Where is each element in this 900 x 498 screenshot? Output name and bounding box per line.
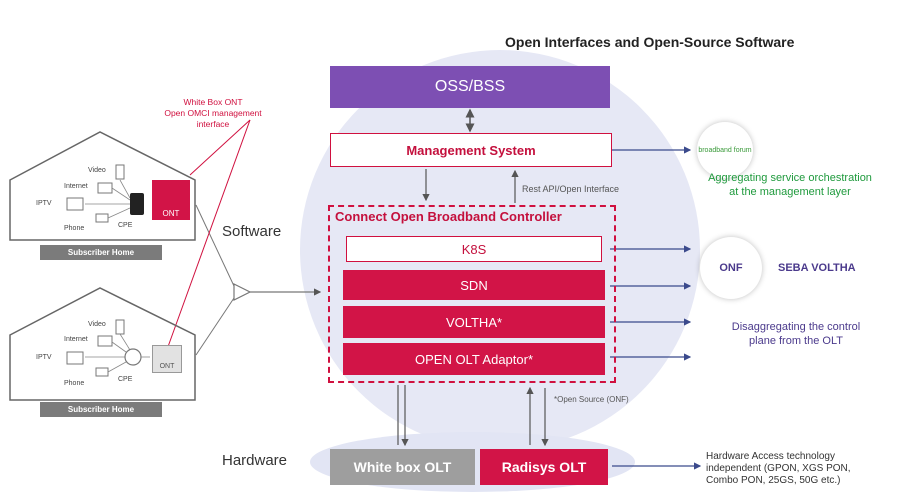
software-label: Software — [222, 223, 282, 240]
phone-label: Phone — [64, 225, 85, 232]
broadband-forum-logo-text: broadband forum — [698, 146, 752, 154]
internet-label: Internet — [64, 336, 88, 343]
aggregating-caption: Aggregating service orchestration at the… — [690, 171, 890, 199]
ont-device: ONT — [152, 345, 182, 373]
onf-logo: ONF — [700, 237, 762, 299]
disaggregating-caption: Disaggregating the control plane from th… — [696, 320, 896, 348]
white-box-ont-note-line: White Box ONT — [183, 97, 243, 107]
cpe-label: CPE — [118, 222, 133, 229]
voltha-box: VOLTHA* — [343, 306, 605, 338]
controller-title: Connect Open Broadband Controller — [335, 209, 562, 224]
hardware-caption-line: Hardware Access technology — [706, 451, 835, 462]
disaggregating-caption-line: plane from the OLT — [749, 335, 843, 347]
rest-api-label: Rest API/Open Interface — [522, 184, 620, 194]
phone-label: Phone — [64, 380, 85, 387]
aggregating-caption-line: Aggregating service orchestration — [708, 172, 872, 184]
video-label: Video — [88, 167, 106, 174]
ont-label: ONT — [162, 209, 180, 218]
sdn-box: SDN — [343, 270, 605, 300]
open-olt-adaptor-box: OPEN OLT Adaptor* — [343, 343, 605, 375]
hardware-caption-line: Combo PON, 25GS, 50G etc.) — [706, 475, 841, 486]
subscriber-home-label: Subscriber Home — [40, 402, 162, 417]
hardware-label: Hardware — [222, 452, 288, 469]
white-box-ont-note: White Box ONT Open OMCI management inter… — [148, 97, 278, 130]
management-system-box: Management System — [330, 133, 612, 167]
ont-label: ONT — [159, 363, 175, 370]
hardware-caption-line: independent (GPON, XGS PON, — [706, 463, 851, 474]
ont-device: ONT — [152, 180, 190, 220]
iptv-label: IPTV — [36, 354, 52, 361]
onf-logo-text: ONF — [719, 262, 743, 274]
video-label: Video — [88, 321, 106, 328]
cpe-label: CPE — [118, 376, 133, 383]
white-box-ont-note-line: Open OMCI management — [164, 108, 262, 118]
diagram-title: Open Interfaces and Open-Source Software — [505, 34, 795, 50]
k8s-box: K8S — [346, 236, 602, 262]
internet-label: Internet — [64, 183, 88, 190]
disaggregating-caption-line: Disaggregating the control — [731, 321, 861, 333]
aggregating-caption-line: at the management layer — [729, 186, 851, 198]
open-source-note: *Open Source (ONF) — [554, 395, 629, 404]
radisys-olt-box: Radisys OLT — [480, 449, 608, 485]
seba-voltha-label: SEBA VOLTHA — [778, 262, 856, 274]
white-box-olt-box: White box OLT — [330, 449, 475, 485]
subscriber-home-label: Subscriber Home — [40, 245, 162, 260]
controller-frame — [328, 205, 616, 383]
hardware-caption: Hardware Access technology independent (… — [706, 451, 896, 487]
oss-bss-box: OSS/BSS — [330, 66, 610, 108]
broadband-forum-logo: broadband forum — [697, 122, 753, 178]
iptv-label: IPTV — [36, 200, 52, 207]
white-box-ont-note-line: interface — [196, 119, 230, 129]
